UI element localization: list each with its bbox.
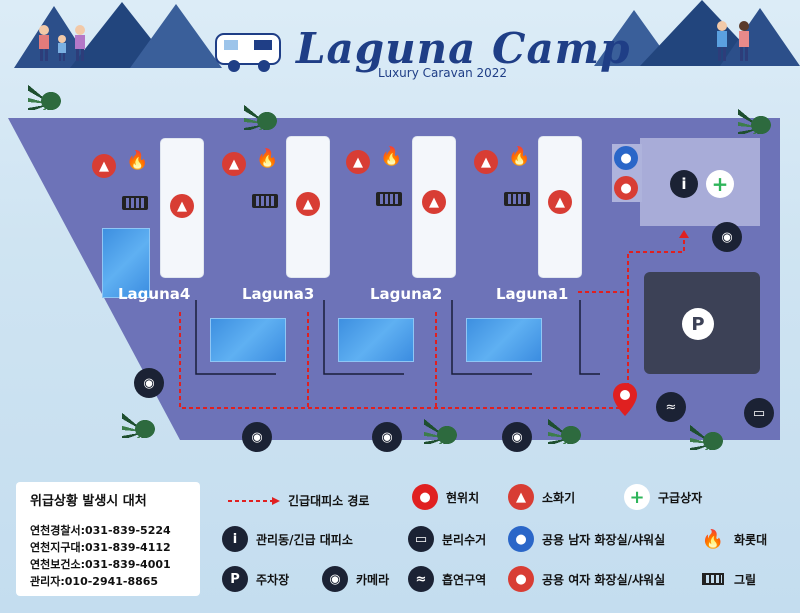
legend-recycle: ▭ 분리수거 bbox=[408, 526, 486, 552]
mountain-left-3 bbox=[130, 4, 222, 68]
grill-icon bbox=[504, 192, 530, 206]
legend-men-toilet: ● 공용 남자 화장실/샤워실 bbox=[508, 526, 665, 552]
plant-decoration bbox=[244, 100, 290, 130]
pool-site-3 bbox=[338, 318, 414, 362]
info-icon: i bbox=[222, 526, 248, 552]
parking-icon: P bbox=[222, 566, 248, 592]
legend-smoking-label: 흡연구역 bbox=[442, 572, 487, 587]
route-line-icon bbox=[228, 496, 280, 505]
men-toilet-icon: ● bbox=[614, 146, 638, 170]
women-toilet-icon: ● bbox=[508, 566, 534, 592]
location-pin-icon: ● bbox=[412, 484, 438, 510]
legend-office-label: 관리동/긴급 대피소 bbox=[256, 532, 353, 547]
current-location-icon bbox=[613, 383, 637, 416]
legend-women-toilet-label: 공용 여자 화장실/샤워실 bbox=[542, 572, 666, 587]
plant-decoration bbox=[122, 408, 168, 438]
grill-icon bbox=[700, 566, 726, 592]
couple-illustration-right bbox=[717, 21, 749, 61]
emergency-contacts-box: 위급상황 발생시 대처 연천경찰서:031-839-5224 연천지구대:031… bbox=[16, 482, 200, 596]
site-label-laguna1: Laguna1 bbox=[496, 285, 569, 303]
legend-grill: 그릴 bbox=[700, 566, 756, 592]
contact-manager: 관리자:010-2941-8865 bbox=[30, 575, 159, 588]
contact-police: 연천경찰서:031-839-5224 bbox=[30, 524, 171, 537]
grill-icon bbox=[122, 196, 148, 210]
legend-parking: P 주차장 bbox=[222, 566, 289, 592]
camp-title: Laguna Camp bbox=[296, 24, 631, 73]
emergency-title: 위급상황 발생시 대처 bbox=[30, 494, 147, 509]
camera-icon: ◉ bbox=[322, 566, 348, 592]
legend-current: ● 현위치 bbox=[412, 484, 479, 510]
legend-campfire: 🔥 화롯대 bbox=[700, 526, 767, 552]
camera-icon: ◉ bbox=[502, 422, 532, 452]
site-label-laguna3: Laguna3 bbox=[242, 285, 315, 303]
extinguisher-icon: ▲ bbox=[170, 194, 194, 218]
legend-route-label: 긴급대피소 경로 bbox=[288, 494, 370, 508]
men-toilet-icon: ● bbox=[508, 526, 534, 552]
contact-police-station: 연천지구대:031-839-4112 bbox=[30, 541, 171, 554]
women-toilet-icon: ● bbox=[614, 176, 638, 200]
caravan-icon bbox=[215, 33, 281, 72]
camera-icon: ◉ bbox=[134, 368, 164, 398]
grill-icon bbox=[376, 192, 402, 206]
site-label-laguna2: Laguna2 bbox=[370, 285, 443, 303]
site-label-laguna4: Laguna4 bbox=[118, 285, 191, 303]
recycle-bin-icon: ▭ bbox=[744, 398, 774, 428]
campfire-icon: 🔥 bbox=[380, 146, 403, 167]
camp-subtitle: Luxury Caravan 2022 bbox=[378, 66, 508, 80]
pool-site-4 bbox=[210, 318, 286, 362]
extinguisher-icon: ▲ bbox=[548, 190, 572, 214]
legend-smoking: ≈ 흡연구역 bbox=[408, 566, 486, 592]
info-office-icon: i bbox=[670, 170, 698, 198]
legend-extinguisher-label: 소화기 bbox=[542, 490, 576, 505]
contact-health-center: 연천보건소:031-839-4001 bbox=[30, 558, 171, 571]
mountain-right-3 bbox=[720, 8, 800, 66]
extinguisher-icon: ▲ bbox=[508, 484, 534, 510]
pool-left bbox=[102, 228, 150, 298]
legend-firstaid-label: 구급상자 bbox=[658, 490, 703, 505]
campfire-icon: 🔥 bbox=[126, 150, 149, 171]
legend-men-toilet-label: 공용 남자 화장실/샤워실 bbox=[542, 532, 666, 547]
legend-office: i 관리동/긴급 대피소 bbox=[222, 526, 353, 552]
legend-extinguisher: ▲ 소화기 bbox=[508, 484, 575, 510]
legend-recycle-label: 분리수거 bbox=[442, 532, 487, 547]
extinguisher-icon: ▲ bbox=[222, 152, 246, 176]
recycle-bin-icon: ▭ bbox=[408, 526, 434, 552]
campfire-icon: 🔥 bbox=[256, 148, 279, 169]
extinguisher-icon: ▲ bbox=[422, 190, 446, 214]
legend-parking-label: 주차장 bbox=[256, 572, 290, 587]
pool-site-2 bbox=[466, 318, 542, 362]
campfire-icon: 🔥 bbox=[508, 146, 531, 167]
extinguisher-icon: ▲ bbox=[92, 154, 116, 178]
legend-grill-label: 그릴 bbox=[734, 572, 757, 587]
legend-route: 긴급대피소 경로 bbox=[228, 492, 369, 509]
plant-decoration bbox=[690, 420, 736, 450]
firstaid-icon: + bbox=[706, 170, 734, 198]
plant-decoration bbox=[28, 80, 74, 110]
plant-decoration bbox=[424, 414, 470, 444]
campfire-icon: 🔥 bbox=[701, 528, 725, 550]
grill-icon bbox=[252, 194, 278, 208]
legend-campfire-label: 화롯대 bbox=[734, 532, 768, 547]
smoking-icon: ≈ bbox=[408, 566, 434, 592]
family-illustration-left bbox=[39, 25, 85, 61]
camera-icon: ◉ bbox=[712, 222, 742, 252]
extinguisher-icon: ▲ bbox=[474, 150, 498, 174]
legend-camera-label: 카메라 bbox=[356, 572, 390, 587]
parking-icon: P bbox=[682, 308, 714, 340]
plant-decoration bbox=[548, 414, 594, 444]
legend-current-label: 현위치 bbox=[446, 490, 480, 505]
legend-women-toilet: ● 공용 여자 화장실/샤워실 bbox=[508, 566, 665, 592]
smoking-area-icon: ≈ bbox=[656, 392, 686, 422]
plant-decoration bbox=[738, 104, 784, 134]
camera-icon: ◉ bbox=[242, 422, 272, 452]
legend-firstaid: + 구급상자 bbox=[624, 484, 702, 510]
extinguisher-icon: ▲ bbox=[346, 150, 370, 174]
extinguisher-icon: ▲ bbox=[296, 192, 320, 216]
firstaid-icon: + bbox=[624, 484, 650, 510]
legend-camera: ◉ 카메라 bbox=[322, 566, 389, 592]
camera-icon: ◉ bbox=[372, 422, 402, 452]
